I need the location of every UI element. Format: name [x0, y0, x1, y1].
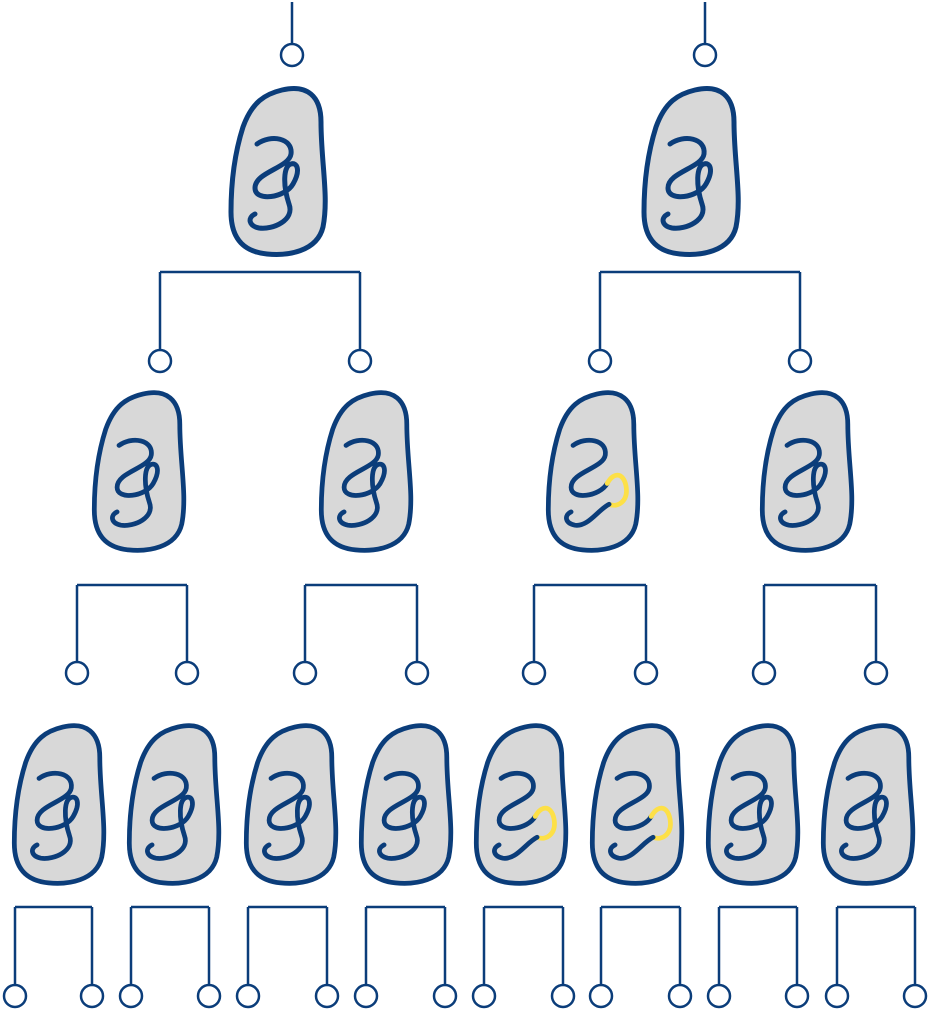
lineage-node	[824, 983, 850, 1009]
dna-strand	[839, 770, 889, 861]
lineage-node	[174, 660, 200, 686]
lineage-node	[751, 660, 777, 686]
lineage-node	[471, 983, 497, 1009]
dna-strand	[660, 136, 713, 231]
cell	[243, 723, 339, 886]
dna-strand	[145, 770, 195, 861]
cell-membrane	[11, 723, 107, 886]
cell-membrane	[820, 723, 916, 886]
cell	[318, 390, 414, 553]
lineage-node	[587, 348, 613, 374]
dna-strand	[496, 770, 538, 831]
cell	[473, 723, 569, 886]
lineage-node	[902, 983, 928, 1009]
dna-strand	[612, 770, 654, 831]
dna-strand	[492, 834, 540, 861]
lineage-node	[432, 983, 458, 1009]
lineage-node	[633, 660, 659, 686]
cell-membrane	[318, 390, 414, 553]
dna-strand	[608, 834, 656, 861]
lineage-node	[550, 983, 576, 1009]
lineage-node	[79, 983, 105, 1009]
cell-membrane	[545, 390, 641, 553]
cell	[759, 390, 855, 553]
lineage-node	[235, 983, 261, 1009]
cell	[358, 723, 454, 886]
lineage-node	[196, 983, 222, 1009]
cell-membrane	[228, 86, 328, 257]
dna-strand	[30, 770, 80, 861]
lineage-node	[521, 660, 547, 686]
cell	[11, 723, 107, 886]
lineage-node	[314, 983, 340, 1009]
lineage-node	[692, 42, 718, 68]
lineage-node	[784, 983, 810, 1009]
inserted-dna-segment	[604, 472, 629, 508]
lineage-node	[292, 660, 318, 686]
dna-strand	[778, 437, 828, 528]
lineage-node	[863, 660, 889, 686]
inserted-dna-segment	[532, 805, 557, 841]
dna-strand	[337, 437, 387, 528]
dna-strand	[568, 437, 610, 498]
lineage-node	[64, 660, 90, 686]
lineage-node	[147, 348, 173, 374]
cell-membrane	[641, 86, 741, 257]
dna-strand	[724, 770, 774, 861]
dna-strand	[262, 770, 312, 861]
cell	[228, 86, 328, 257]
dna-strand	[564, 501, 612, 528]
cell-membrane	[589, 723, 685, 886]
cell	[641, 86, 741, 257]
lineage-node	[118, 983, 144, 1009]
cell-membrane	[91, 390, 187, 553]
lineage-node	[706, 983, 732, 1009]
inserted-dna-segment	[648, 805, 673, 841]
cell-membrane	[759, 390, 855, 553]
dna-strand	[247, 136, 300, 231]
cell	[126, 723, 222, 886]
cell	[91, 390, 187, 553]
lineage-node	[353, 983, 379, 1009]
cell-membrane	[358, 723, 454, 886]
lineage-node	[588, 983, 614, 1009]
lineage-node	[404, 660, 430, 686]
lineage-node	[347, 348, 373, 374]
cell	[589, 723, 685, 886]
cell-membrane	[473, 723, 569, 886]
cell-membrane	[243, 723, 339, 886]
lineage-node	[667, 983, 693, 1009]
lineage-node	[279, 42, 305, 68]
dna-strand	[110, 437, 160, 528]
cell	[705, 723, 801, 886]
cell	[820, 723, 916, 886]
cell-membrane	[705, 723, 801, 886]
cell-membrane	[126, 723, 222, 886]
cell-layer	[11, 86, 916, 886]
cell	[545, 390, 641, 553]
lineage-node	[2, 983, 28, 1009]
dna-strand	[377, 770, 427, 861]
lineage-node	[787, 348, 813, 374]
